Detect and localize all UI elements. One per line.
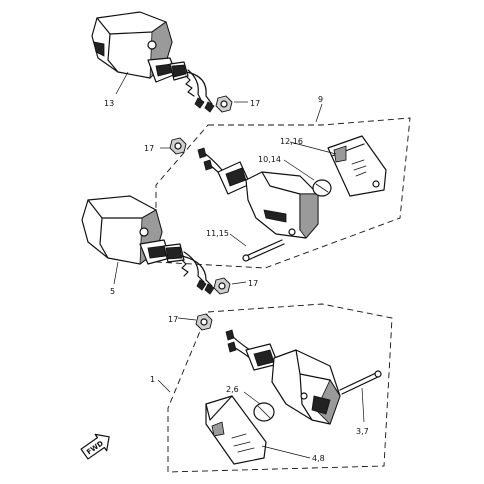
turn-signal-assembly-13 — [91, 11, 233, 113]
callout-3-7: 3,7 — [356, 427, 369, 436]
callout-17-d: 17 — [168, 315, 178, 324]
forward-arrow-icon: FWD — [80, 433, 110, 460]
callout-11-15: 11,15 — [206, 229, 229, 238]
turn-signal-assembly-5 — [81, 195, 231, 295]
callout-5: 5 — [110, 287, 115, 296]
callout-labels: 13 17 9 12,16 10,14 17 11,15 5 17 17 1 2… — [104, 95, 369, 463]
callout-17-b: 17 — [144, 144, 154, 153]
callout-17-a: 17 — [250, 99, 260, 108]
leader-lines — [113, 71, 365, 459]
turn-signal-assembly-1 — [167, 303, 393, 473]
callout-10-14: 10,14 — [258, 155, 281, 164]
callout-2-6: 2,6 — [226, 385, 239, 394]
callout-12-16: 12,16 — [280, 137, 303, 146]
turn-signal-assembly-9 — [155, 117, 411, 269]
callout-9: 9 — [318, 95, 323, 104]
callout-1: 1 — [150, 375, 155, 384]
callout-13: 13 — [104, 99, 114, 108]
callout-4-8: 4,8 — [312, 454, 325, 463]
callout-17-c: 17 — [248, 279, 258, 288]
